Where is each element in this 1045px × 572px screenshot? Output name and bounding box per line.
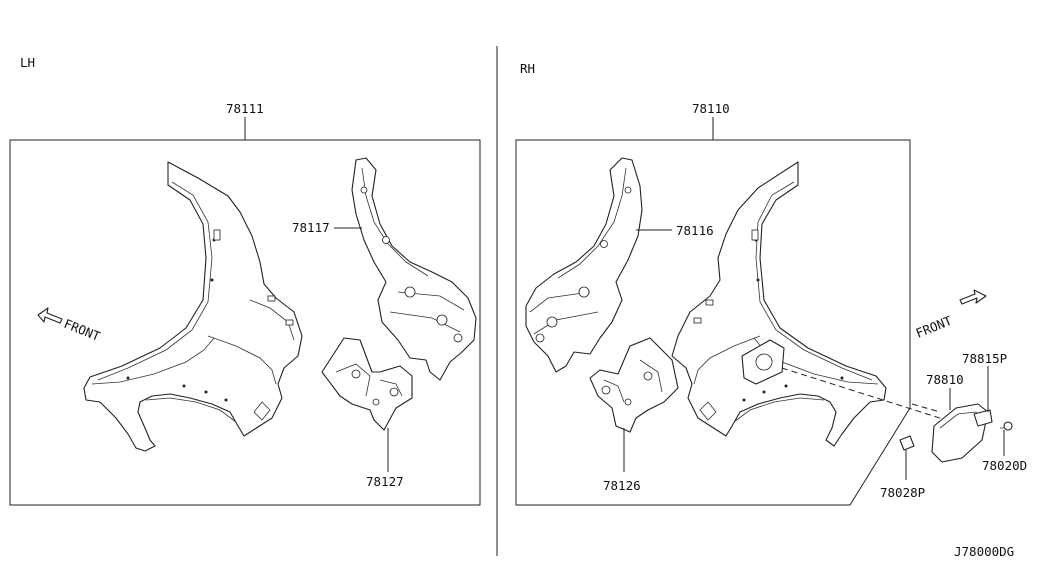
rh-side-label: RH bbox=[520, 61, 535, 76]
rh-rear-fender-panel bbox=[671, 161, 887, 447]
screw-part-number: 78020D bbox=[982, 458, 1027, 473]
lh-inner-lower-part-number: 78127 bbox=[366, 474, 404, 489]
fuel-lid-assembly-line bbox=[781, 367, 947, 421]
fuel-lid-assembly-line-2 bbox=[911, 403, 941, 413]
diagram-code: J78000DG bbox=[954, 544, 1014, 559]
fuel-lid bbox=[931, 403, 993, 463]
lh-inner-upper-panel bbox=[351, 157, 477, 381]
screw bbox=[1000, 421, 1013, 431]
rh-inner-upper-part-number: 78116 bbox=[676, 223, 714, 238]
rh-front-label: FRONT bbox=[914, 313, 955, 341]
lh-front-label: FRONT bbox=[62, 316, 103, 344]
fuel-lid-part-number: 78810 bbox=[926, 372, 964, 387]
rh-inner-lower-panel bbox=[589, 337, 679, 433]
bumper-part-number: 78028P bbox=[880, 485, 925, 500]
rh-panel-part-number: 78110 bbox=[692, 101, 730, 116]
lh-side-label: LH bbox=[20, 55, 35, 70]
rh-inner-upper-panel bbox=[525, 157, 643, 373]
lh-front-arrow: FRONT bbox=[37, 307, 103, 344]
rubber-bumper bbox=[899, 435, 915, 451]
lh-inner-lower-panel bbox=[321, 337, 413, 431]
hinge-part-number: 78815P bbox=[962, 351, 1007, 366]
rh-front-arrow: FRONT bbox=[914, 289, 987, 341]
lh-panel-part-number: 78111 bbox=[226, 101, 264, 116]
rh-assembly-frame bbox=[515, 139, 911, 506]
rh-inner-lower-part-number: 78126 bbox=[603, 478, 641, 493]
lh-inner-upper-part-number: 78117 bbox=[292, 220, 330, 235]
lh-rear-fender-panel bbox=[83, 161, 303, 452]
